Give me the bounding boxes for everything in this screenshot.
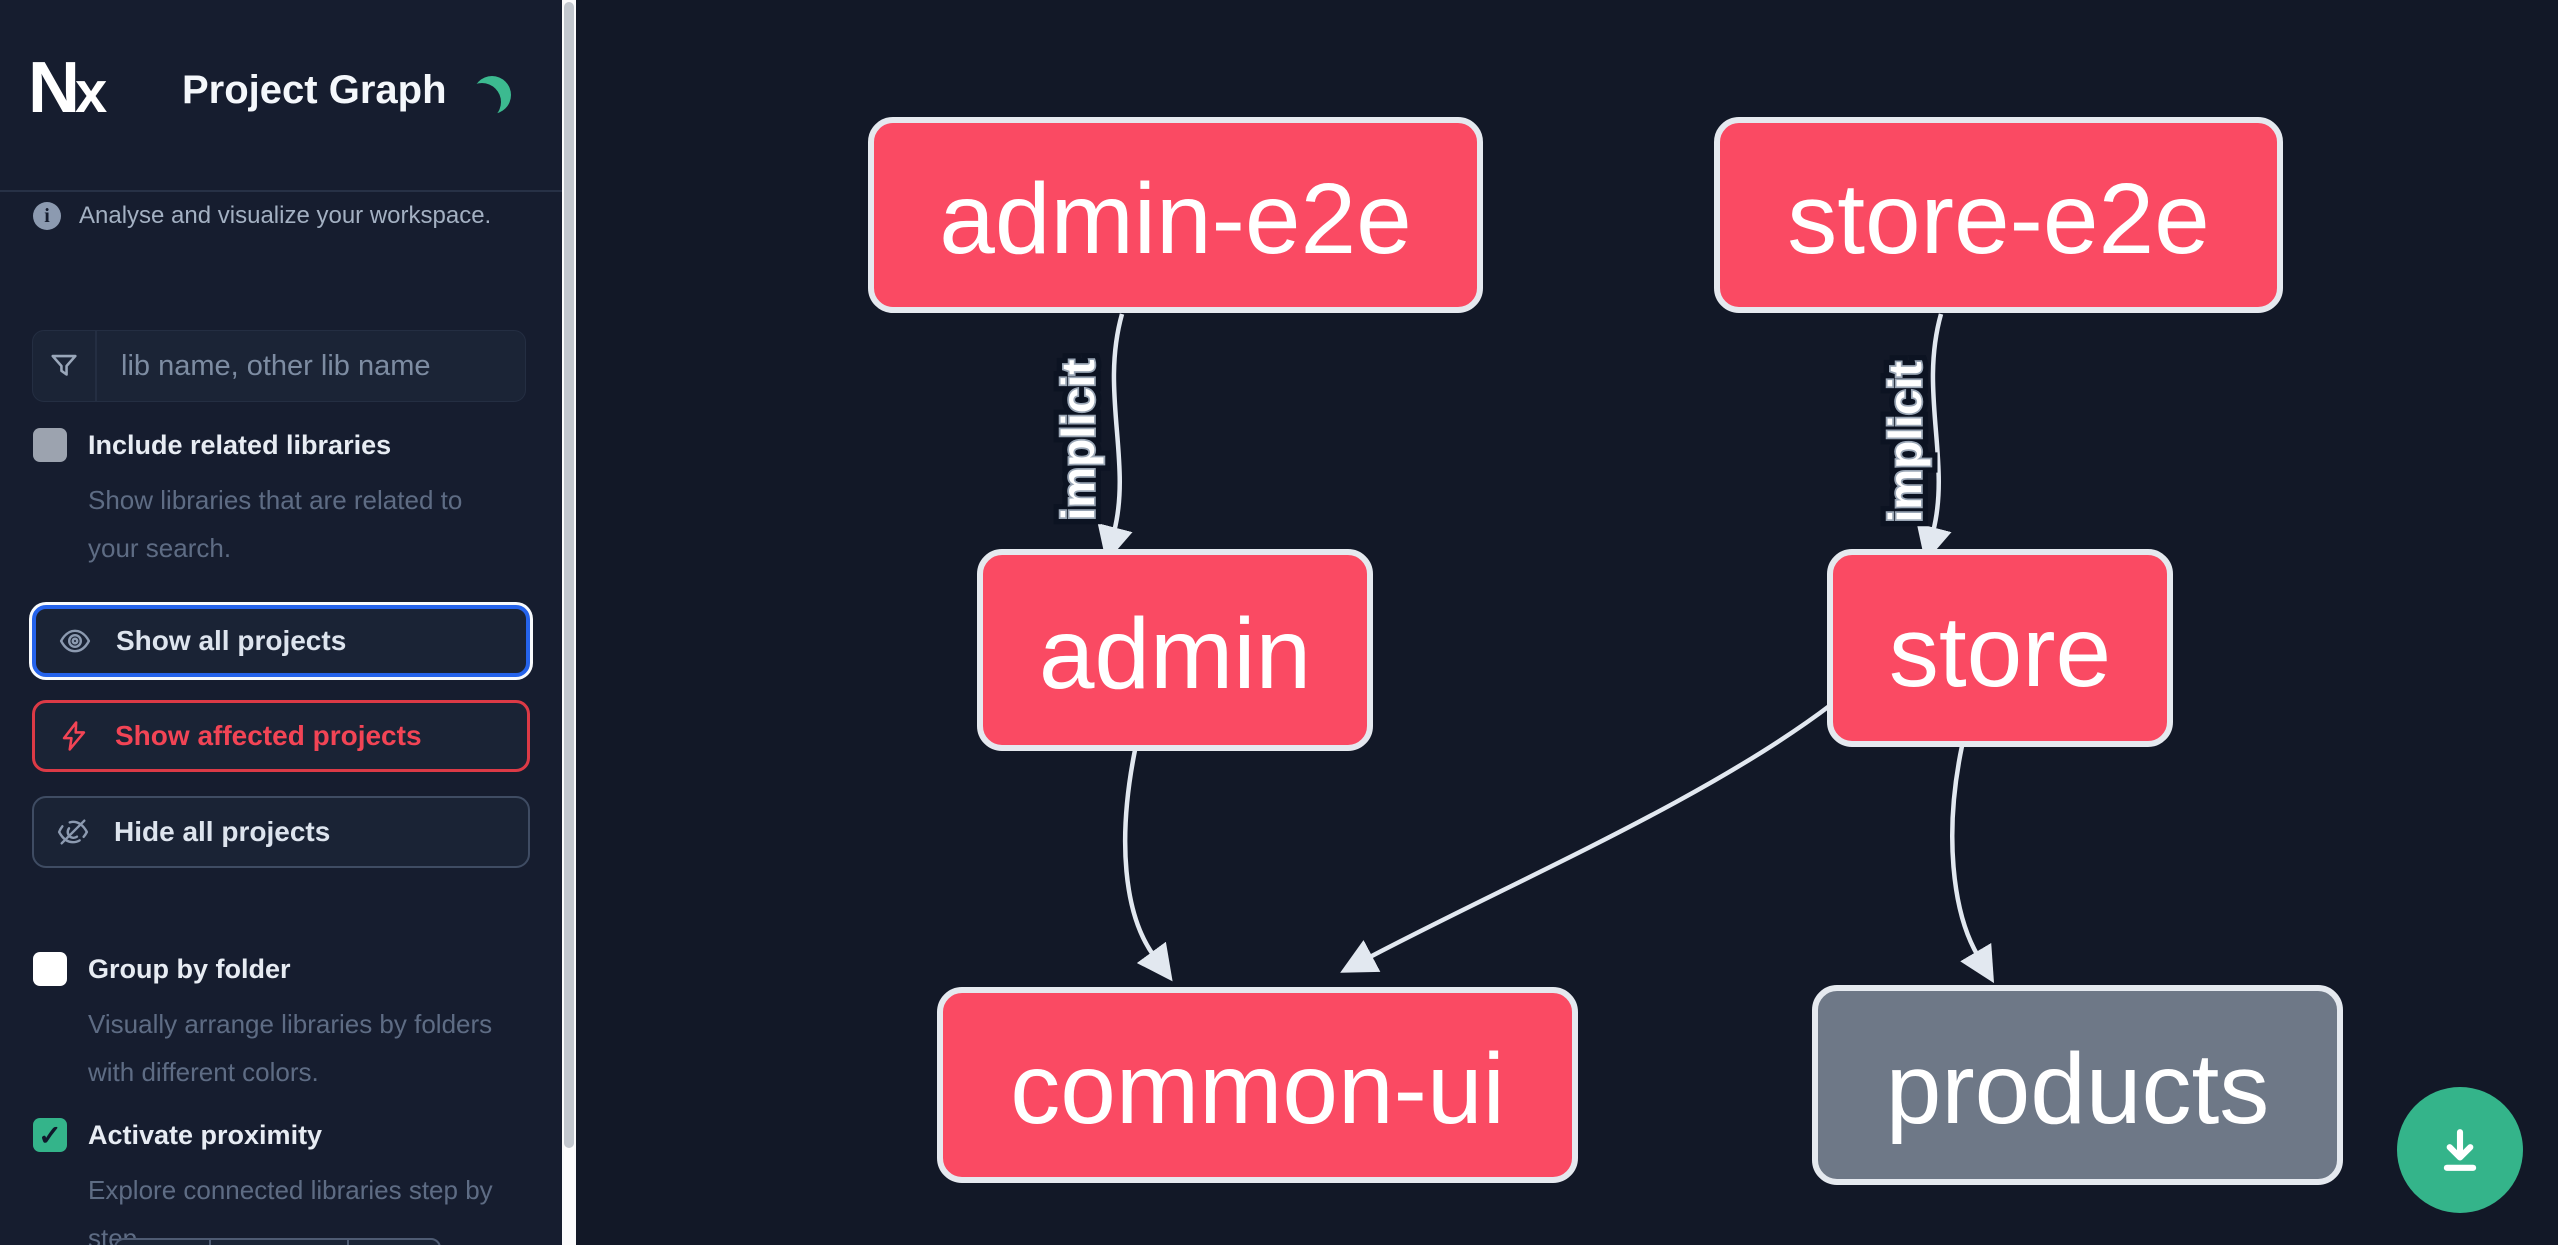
group-by-folder-label: Group by folder bbox=[88, 954, 291, 984]
show-affected-projects-button[interactable]: Show affected projects bbox=[32, 700, 530, 772]
node-label-admin-e2e: admin-e2e bbox=[939, 163, 1412, 275]
stepper-increment[interactable] bbox=[349, 1240, 437, 1245]
nx-logo-n: N bbox=[28, 48, 80, 128]
search-box bbox=[32, 330, 526, 402]
sidebar: Nx Project Graph i Analyse and visualize… bbox=[0, 0, 562, 1245]
stepper-value bbox=[211, 1240, 349, 1245]
node-label-store-e2e: store-e2e bbox=[1787, 163, 2209, 275]
graph-node-store-e2e[interactable]: store-e2e bbox=[1714, 117, 2283, 313]
edge-label-admin-e2e: implicit bbox=[1052, 359, 1104, 520]
sidebar-scrollbar-track[interactable] bbox=[562, 0, 576, 1245]
edge-store-e2e-to-store bbox=[1916, 313, 1952, 563]
download-graph-button[interactable] bbox=[2397, 1087, 2523, 1213]
activate-proximity-row: ✓ Activate proximity Explore connected l… bbox=[32, 1118, 530, 1245]
info-icon: i bbox=[33, 202, 61, 230]
proximity-depth-stepper[interactable] bbox=[114, 1238, 441, 1245]
edge-store-to-products bbox=[1950, 745, 1995, 984]
node-rect-admin[interactable] bbox=[977, 549, 1373, 751]
page-title: Project Graph bbox=[182, 68, 447, 112]
graph-node-common-ui[interactable]: common-ui bbox=[937, 987, 1578, 1183]
workspace-tagline-row: i Analyse and visualize your workspace. bbox=[33, 202, 491, 230]
download-icon bbox=[2443, 1129, 2477, 1171]
show-affected-projects-label: Show affected projects bbox=[115, 720, 422, 751]
include-related-label: Include related libraries bbox=[88, 430, 392, 460]
node-rect-common-ui[interactable] bbox=[937, 987, 1578, 1183]
eye-icon bbox=[59, 629, 91, 653]
edge-label-admin-e2e: implicit bbox=[1052, 359, 1104, 520]
activate-proximity-label: Activate proximity bbox=[88, 1120, 323, 1150]
filter-funnel-icon bbox=[33, 331, 97, 401]
group-by-folder-description: Visually arrange libraries by folders wi… bbox=[88, 1009, 493, 1087]
include-related-row: Include related libraries Show libraries… bbox=[32, 428, 530, 598]
moon-icon[interactable] bbox=[473, 76, 511, 114]
edge-store-to-common-ui bbox=[1340, 702, 1834, 973]
bolt-icon bbox=[62, 721, 86, 751]
edge-label-store-e2e: implicit bbox=[1879, 361, 1931, 522]
edge-label-store-e2e: implicit bbox=[1879, 361, 1931, 522]
edge-admin-to-common-ui bbox=[1123, 749, 1173, 982]
nx-logo: Nx bbox=[28, 48, 132, 128]
eye-off-icon bbox=[57, 819, 89, 845]
group-by-folder-row: Group by folder Visually arrange librari… bbox=[32, 952, 530, 1112]
workspace-tagline: Analyse and visualize your workspace. bbox=[79, 202, 492, 229]
group-by-folder-checkbox[interactable] bbox=[33, 952, 67, 986]
hide-all-projects-label: Hide all projects bbox=[114, 816, 331, 847]
show-all-projects-button[interactable]: Show all projects bbox=[32, 605, 530, 677]
node-label-products: products bbox=[1886, 1033, 2270, 1145]
node-rect-store-e2e[interactable] bbox=[1714, 117, 2283, 313]
include-related-checkbox[interactable] bbox=[33, 428, 67, 462]
activate-proximity-checkbox[interactable]: ✓ bbox=[33, 1118, 67, 1152]
search-input[interactable] bbox=[97, 331, 525, 401]
graph-node-products[interactable]: products bbox=[1812, 985, 2343, 1185]
activate-proximity-description: Explore connected libraries step by step… bbox=[88, 1175, 493, 1245]
edge-admin-e2e-to-admin bbox=[1097, 313, 1133, 563]
node-rect-admin-e2e[interactable] bbox=[868, 117, 1483, 313]
node-rect-store[interactable] bbox=[1827, 549, 2173, 747]
hide-all-projects-button[interactable]: Hide all projects bbox=[32, 796, 530, 868]
graph-node-store[interactable]: store bbox=[1827, 549, 2173, 747]
sidebar-header: Nx Project Graph bbox=[0, 0, 562, 192]
node-label-admin: admin bbox=[1039, 598, 1311, 710]
node-label-common-ui: common-ui bbox=[1010, 1033, 1505, 1145]
nx-logo-x: x bbox=[75, 60, 107, 125]
show-all-projects-label: Show all projects bbox=[116, 625, 347, 656]
graph-node-admin[interactable]: admin bbox=[977, 549, 1373, 751]
node-label-store: store bbox=[1889, 596, 2111, 708]
sidebar-scrollbar-thumb[interactable] bbox=[564, 2, 574, 1148]
include-related-description: Show libraries that are related to your … bbox=[88, 485, 463, 563]
stepper-decrement[interactable] bbox=[116, 1240, 211, 1245]
node-rect-products[interactable] bbox=[1812, 985, 2343, 1185]
graph-node-admin-e2e[interactable]: admin-e2e bbox=[868, 117, 1483, 313]
